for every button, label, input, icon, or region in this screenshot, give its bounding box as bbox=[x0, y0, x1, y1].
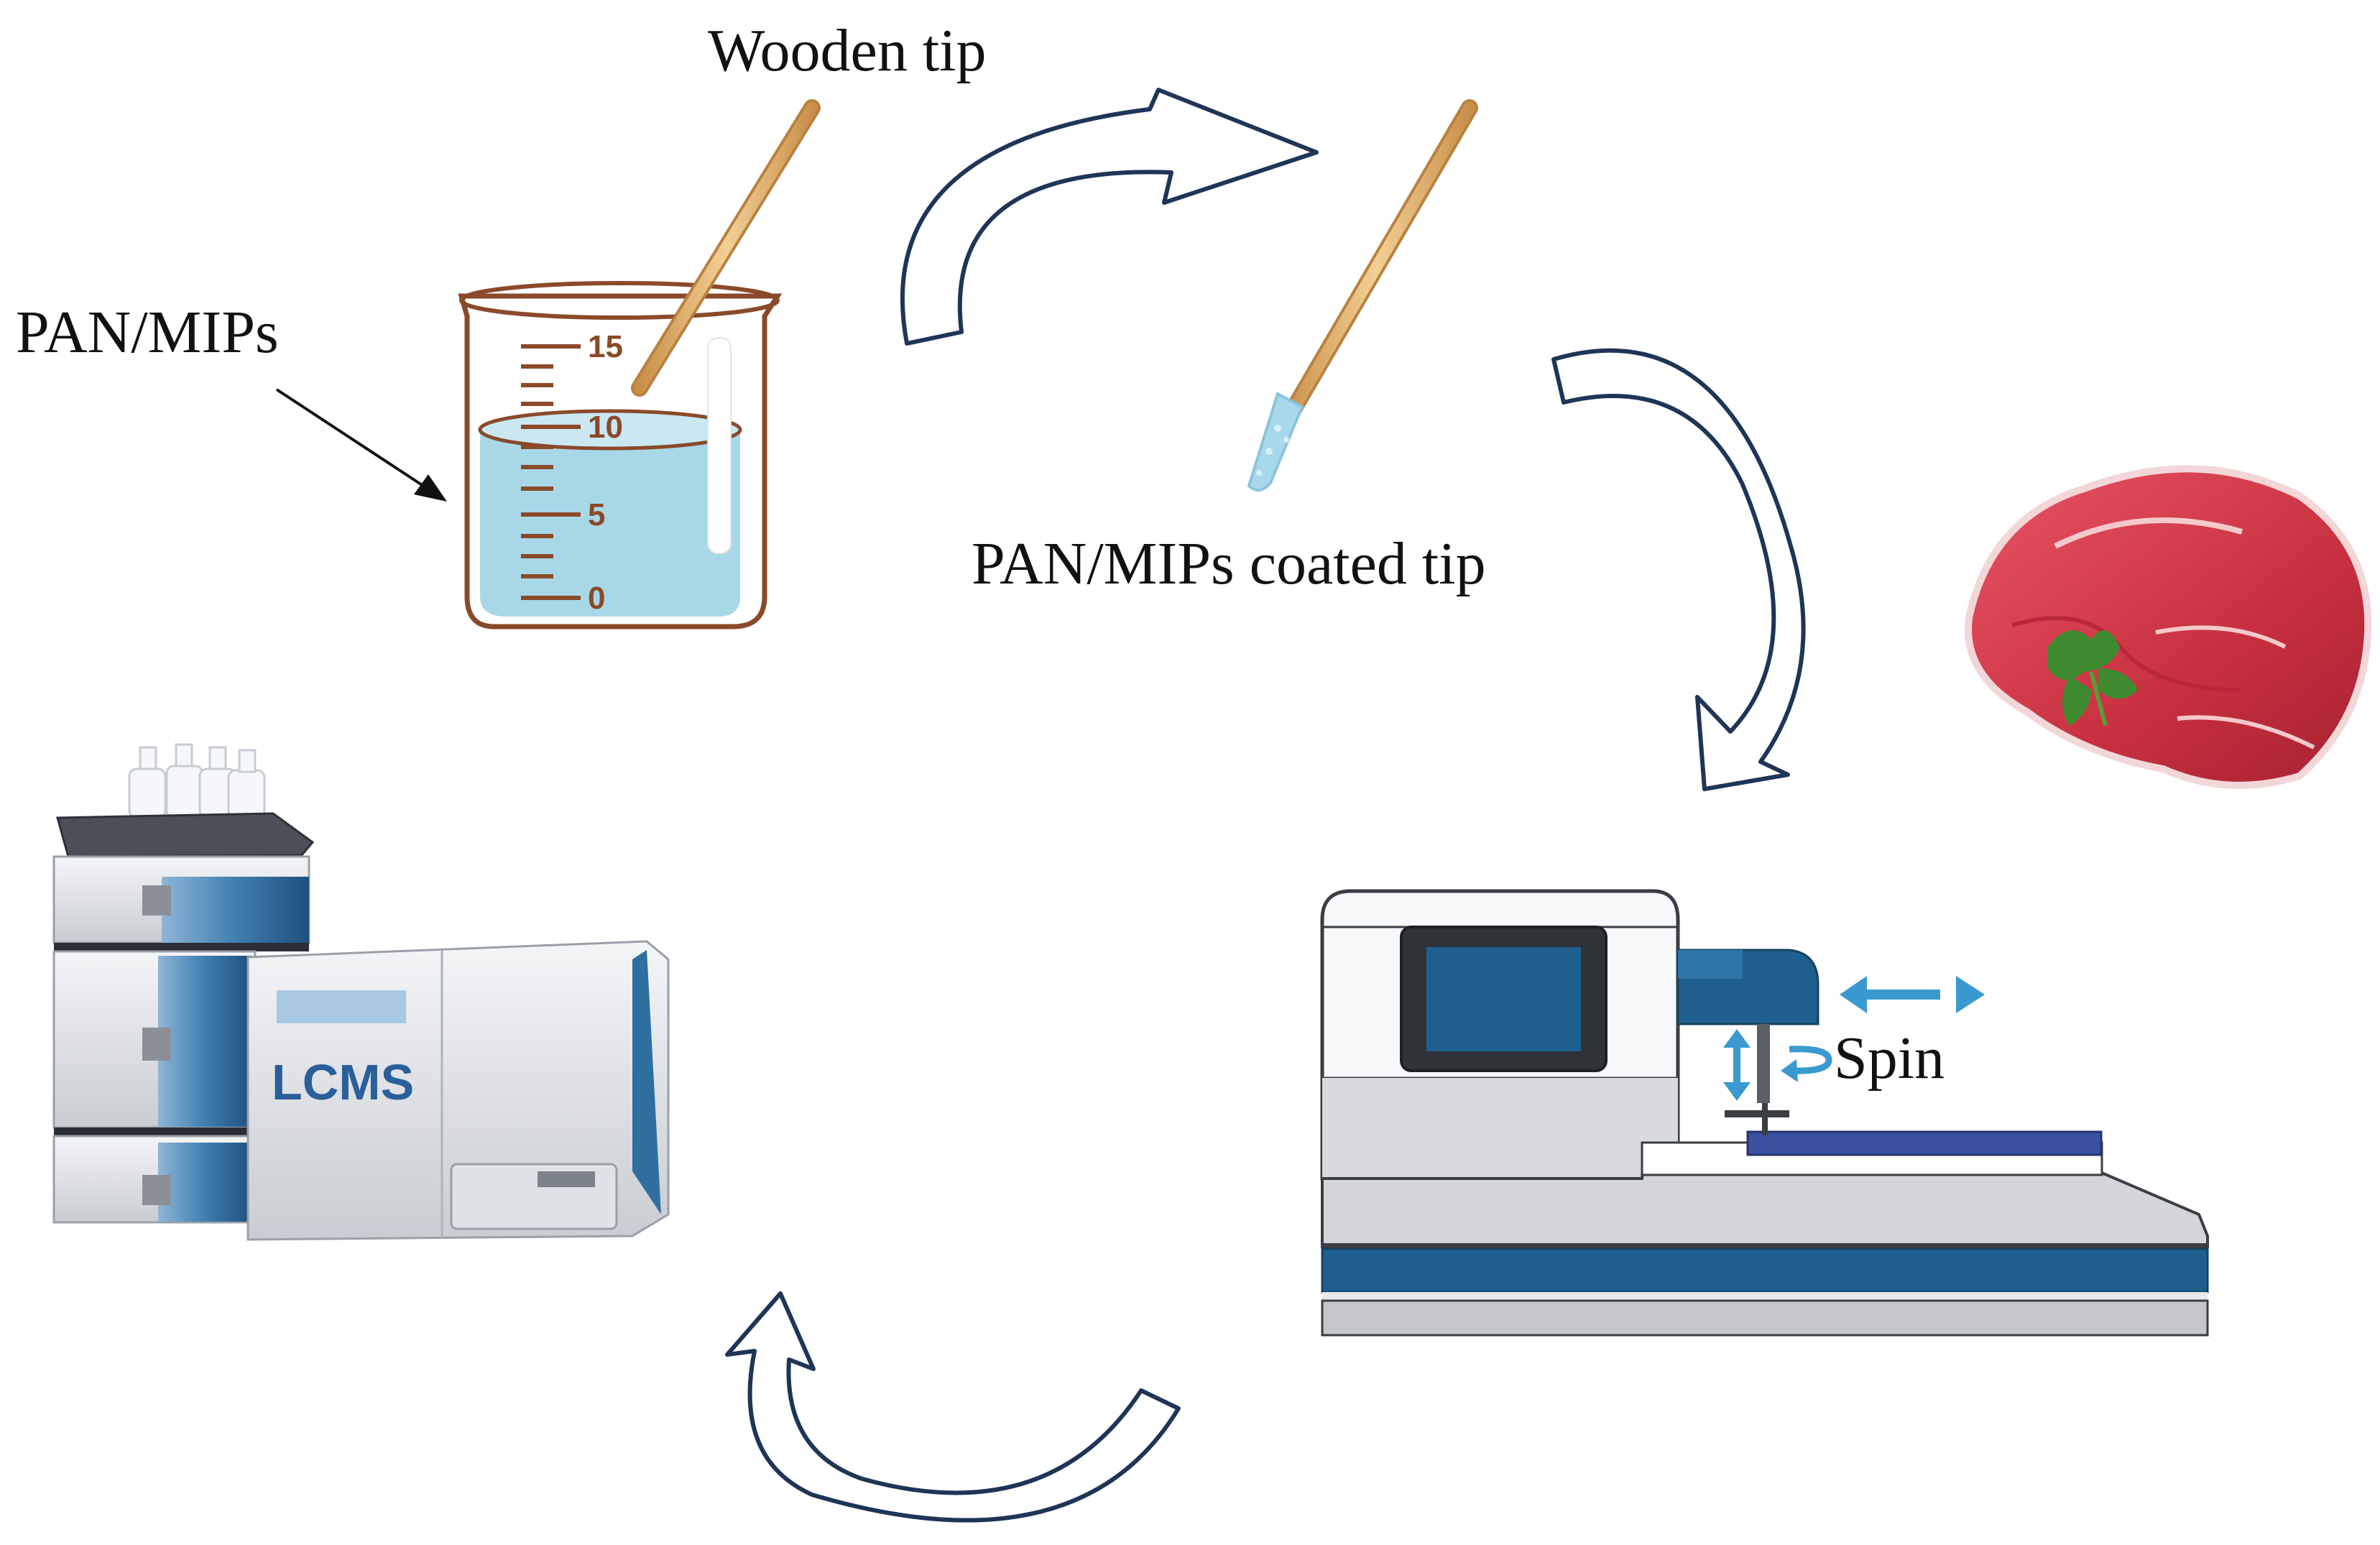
horizontal-move-arrow bbox=[1840, 976, 1985, 1013]
coated-tip-label: PAN/MIPs coated tip bbox=[972, 530, 1486, 597]
flow-arrow-3 bbox=[725, 1291, 1181, 1523]
flow-arrow-2 bbox=[1551, 348, 1806, 791]
sample-tray bbox=[1746, 1130, 2103, 1156]
beaker-tick-5: 5 bbox=[588, 497, 605, 532]
wooden-tip-label: Wooden tip bbox=[708, 17, 987, 84]
beaker-tick-10: 10 bbox=[588, 410, 623, 445]
pan-mips-label: PAN/MIPs bbox=[16, 299, 279, 366]
spin-rotation-icon bbox=[1781, 1046, 1832, 1082]
wooden-tip-in-beaker bbox=[631, 99, 821, 397]
lcms-instrument: LCMS bbox=[52, 743, 670, 1241]
lcms-label: LCMS bbox=[272, 1054, 414, 1110]
beaker: 15 10 5 0 bbox=[458, 281, 783, 629]
parsley-garnish bbox=[2048, 630, 2138, 726]
spin-label: Spin bbox=[1834, 1025, 1945, 1092]
coated-wooden-tip bbox=[1247, 99, 1478, 492]
pan-mips-coating bbox=[1247, 392, 1304, 492]
pointer-arrow bbox=[275, 388, 447, 502]
vertical-move-arrow bbox=[1723, 1029, 1751, 1101]
beaker-liquid bbox=[480, 421, 740, 617]
meat-sample-image bbox=[1965, 465, 2372, 789]
beaker-tick-15: 15 bbox=[588, 329, 623, 364]
flow-arrow-1 bbox=[900, 88, 1319, 346]
spin-device bbox=[1320, 889, 2209, 1337]
solvent-bottles bbox=[128, 743, 266, 819]
beaker-tick-0: 0 bbox=[588, 581, 605, 616]
